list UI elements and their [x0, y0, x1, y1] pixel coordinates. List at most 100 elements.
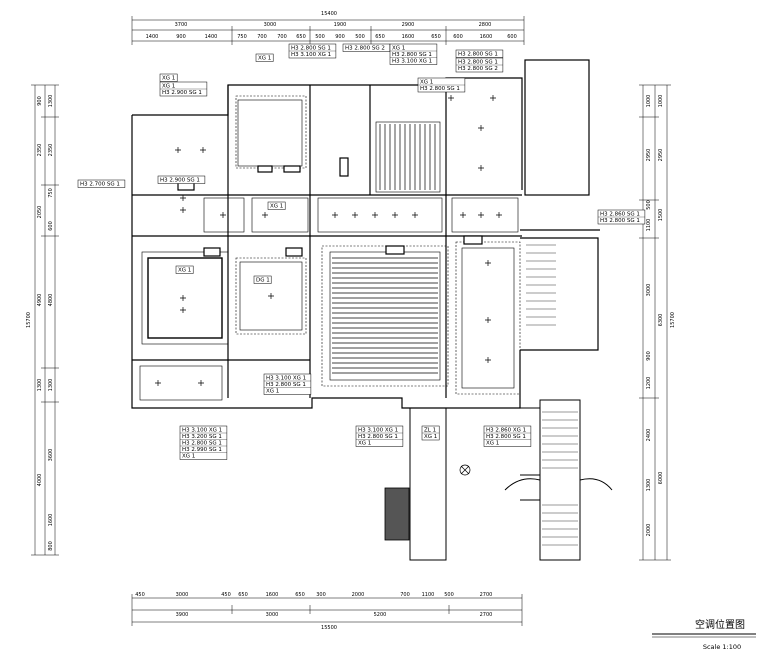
- dim-right-1: 1200: [646, 377, 652, 390]
- dim-bottom-total: 15500: [321, 625, 337, 631]
- dim-top-2: 750: [237, 34, 247, 40]
- tag-label: H3 2.700 SG 1: [77, 179, 126, 188]
- dim-bottom-1: 450: [221, 592, 231, 598]
- tag-text: XG 1: [162, 84, 175, 90]
- dim-top-2: 500: [315, 34, 325, 40]
- dim-bottom-1: 650: [295, 592, 305, 598]
- tag-text: XG 1: [424, 434, 437, 440]
- tag-label: H3 2.800 SG 1H3 3.100 XG 1: [288, 43, 337, 59]
- walls: [131, 59, 600, 409]
- tag-text: H3 3.100 XG 1: [182, 428, 222, 434]
- dim-right-1: 500: [646, 200, 652, 210]
- tag-label: ZL 1XG 1: [421, 425, 440, 441]
- dim-left-1: 900: [37, 96, 43, 106]
- tag-label: H3 3.100 XG 1H3 3.200 SG 1H3 2.800 SG 1H…: [179, 425, 228, 460]
- dim-bottom-1: 2000: [352, 592, 365, 598]
- tag-text: H3 2.900 SG 1: [162, 90, 202, 96]
- tag-label: DG 1: [253, 275, 272, 284]
- dim-bottom-1: 300: [316, 592, 326, 598]
- dim-right-2: 1500: [658, 209, 664, 222]
- tag-text: H3 3.200 SG 1: [182, 434, 222, 440]
- dim-right-1: 1100: [646, 219, 652, 232]
- dim-right-1: 1000: [646, 95, 652, 108]
- dim-bottom-1: 500: [444, 592, 454, 598]
- dim-top-2: 500: [355, 34, 365, 40]
- dim-left-2: 600: [48, 221, 54, 231]
- tag-label: H3 2.860 XG 1H3 2.800 SG 1XG 1: [483, 425, 532, 447]
- dim-top-1: 3700: [175, 22, 188, 28]
- stair-treads: [526, 244, 578, 546]
- dim-left-2: 1600: [48, 514, 54, 527]
- dim-bottom-2: 3000: [266, 612, 279, 618]
- light-fixtures: [155, 95, 502, 386]
- dim-right-1: 1300: [646, 479, 652, 492]
- hatched-grille: [384, 487, 410, 541]
- dim-top-2: 1600: [402, 34, 415, 40]
- dim-left-2: 750: [48, 188, 54, 198]
- ac-unit: [285, 247, 303, 257]
- floor-drain-symbol: [459, 464, 471, 476]
- dim-right-1: 2950: [646, 149, 652, 162]
- tag-text: H3 2.800 SG 1: [600, 218, 640, 224]
- tag-text: XG 1: [358, 441, 371, 447]
- tag-text: H3 2.800 SG 2: [345, 46, 385, 52]
- floor-drain-cross: [460, 465, 470, 475]
- tag-text: H3 3.100 XG 1: [358, 428, 398, 434]
- tag-text: XG 1: [258, 56, 271, 62]
- title-block: 空调位置图 Scale 1:100: [652, 618, 756, 651]
- dim-right-2: 2950: [658, 149, 664, 162]
- south-annex: [409, 399, 613, 561]
- dim-top-1: 2800: [479, 22, 492, 28]
- dim-left-1: 4900: [37, 294, 43, 307]
- drawing-scale: Scale 1:100: [703, 643, 741, 651]
- tag-label: XG 1: [267, 201, 286, 210]
- tag-text: H3 2.800 SG 1: [182, 441, 222, 447]
- ac-unit: [463, 235, 483, 245]
- tag-text: H3 2.900 SG 1: [160, 178, 200, 184]
- dim-left-1: 4000: [37, 474, 43, 487]
- tag-text: H3 3.100 XG 1: [291, 52, 331, 58]
- tag-text: H3 2.800 SG 1: [458, 52, 498, 58]
- dim-top-2: 650: [375, 34, 385, 40]
- dim-left-1: 2350: [37, 144, 43, 157]
- dim-left-total: 15700: [26, 312, 32, 328]
- dim-top-2: 600: [453, 34, 463, 40]
- dim-top-total: 15400: [321, 11, 337, 17]
- dim-right-1: 3000: [646, 284, 652, 297]
- dim-bottom-1: 1100: [422, 592, 435, 598]
- tag-text: H3 2.800 SG 1: [420, 86, 460, 92]
- tag-label: XG 1: [175, 265, 194, 274]
- ac-unit: [339, 157, 349, 177]
- tag-labels: XG 1XG 1H3 2.900 SG 1H3 2.900 SG 1H3 2.8…: [77, 43, 646, 460]
- tag-text: H3 2.860 SG 1: [600, 212, 640, 218]
- tag-label: H3 2.800 SG 1: [455, 49, 504, 58]
- ac-unit: [203, 247, 221, 257]
- tag-text: H3 3.100 XG 1: [392, 59, 432, 65]
- tag-label: H3 2.900 SG 1: [157, 175, 206, 184]
- dim-top-2: 600: [507, 34, 517, 40]
- tag-text: H3 2.860 XG 1: [486, 428, 526, 434]
- dim-right-2: 6300: [658, 314, 664, 327]
- dim-left-2: 4800: [48, 294, 54, 307]
- dim-left-2: 3600: [48, 449, 54, 462]
- dim-bottom-1: 3000: [176, 592, 189, 598]
- dim-left-2: 1300: [48, 95, 54, 108]
- dim-right-1: 900: [646, 351, 652, 361]
- tag-text: XG 1: [270, 204, 283, 210]
- tag-text: XG 1: [420, 80, 433, 86]
- dim-top-2: 650: [431, 34, 441, 40]
- tag-label: H3 2.800 SG 1H3 2.800 SG 2: [455, 57, 504, 73]
- dim-top-2: 900: [176, 34, 186, 40]
- tag-text: H3 2.800 SG 1: [486, 434, 526, 440]
- ac-units: [177, 157, 483, 257]
- tag-text: DG 1: [256, 278, 270, 284]
- tag-text: H3 2.800 SG 1: [358, 434, 398, 440]
- dim-top-1: 2900: [402, 22, 415, 28]
- dim-top-1: 1900: [334, 22, 347, 28]
- dimension-text: 15400 3700 3000 1900 2900 2800 1400 900 …: [26, 11, 676, 631]
- tag-text: H3 2.800 SG 1: [458, 60, 498, 66]
- dim-top-2: 700: [257, 34, 267, 40]
- tag-text: H3 2.990 SG 1: [182, 447, 222, 453]
- dim-right-1: 2000: [646, 524, 652, 537]
- tag-text: H3 2.800 SG 1: [392, 52, 432, 58]
